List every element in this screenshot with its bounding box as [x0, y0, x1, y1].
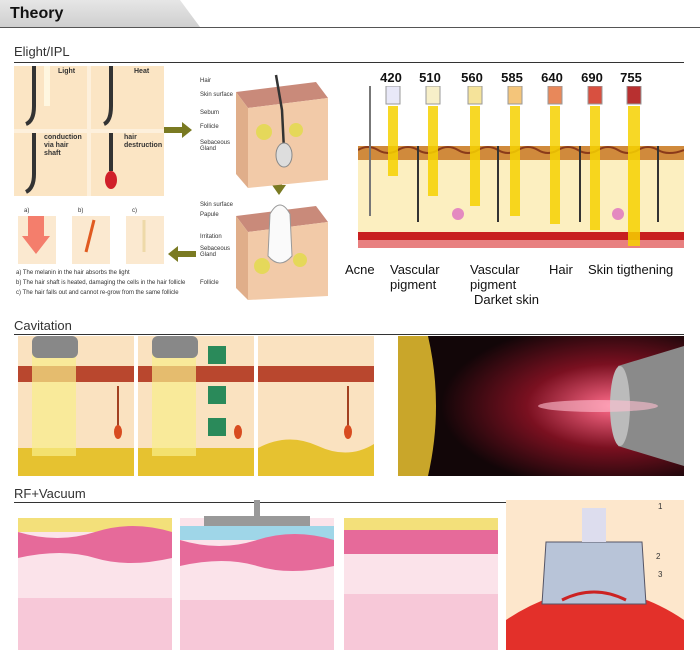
cavitation-panel-3-drawing: [258, 336, 374, 476]
hair-grid: Light Heat conduction via hair shaft hai…: [14, 66, 164, 196]
wavelength-640: 640: [541, 70, 563, 85]
application-vascular-pigment-2: Vascular pigment: [470, 262, 520, 292]
hair-panel-label-heat: Heat: [134, 68, 150, 75]
caption-c: c) The hair falls out and cannot re-grow…: [16, 290, 179, 296]
arrow-left-icon: [168, 246, 196, 262]
rf-panel-3: [344, 518, 498, 650]
cavitation-panel-1-drawing: [18, 336, 134, 476]
skin-label-follicle-2: Follicle: [200, 280, 219, 286]
cavitation-panel-2-drawing: [138, 336, 254, 476]
skin-label-surface: Skin surface: [200, 92, 234, 98]
rf-panel-1: [18, 518, 172, 650]
section-rule-rf: [14, 502, 684, 503]
skin-label-gland-2: Sebaceous Gland: [200, 246, 231, 258]
page-title: Theory: [10, 5, 64, 22]
skin-cube-bottom-drawing: [236, 204, 328, 300]
wavelength-560: 560: [461, 70, 483, 85]
hair-panel-label-destruction: hair destruction: [124, 134, 163, 149]
rf-panel-2-drawing: [180, 500, 334, 650]
wavelength-690: 690: [581, 70, 603, 85]
skin-cube-top: Hair Skin surface Sebum Follicle Sebaceo…: [196, 70, 332, 190]
caption-a: a) The melanin in the hair absorbs the l…: [16, 270, 130, 276]
skin-cube-bottom: Skin surface Papule Irritation Sebaceous…: [196, 196, 332, 300]
hair-panel-label-conduction: conduction via hair shaft: [44, 134, 82, 157]
skin-label-papule: Papule: [200, 212, 219, 218]
section-title-ipl: Elight/IPL: [14, 44, 70, 59]
hair-removal-stages-drawing: [18, 216, 164, 264]
section-title-cavitation: Cavitation: [14, 318, 72, 333]
caption-b: b) The hair shaft is heated, damaging th…: [16, 280, 186, 286]
rf-device-diagram: 1 2 3: [506, 500, 684, 650]
ipl-skin-cross-section-drawing: [358, 86, 684, 248]
rf-marker-3: 3: [658, 570, 663, 579]
section-rule-cavitation: [14, 334, 684, 335]
hair-removal-stages: a) b) c): [14, 206, 164, 266]
skin-label-follicle: Follicle: [200, 124, 219, 130]
rf-marker-1: 1: [658, 502, 663, 511]
skin-label-surface-2: Skin surface: [200, 202, 234, 208]
cavitation-photo: [398, 336, 684, 476]
header-rule: [0, 0, 700, 28]
wavelength-420: 420: [380, 70, 402, 85]
skin-cube-top-drawing: [236, 74, 328, 188]
application-skin-tightening: Skin tigthening: [588, 262, 674, 277]
section-title-rf: RF+Vacuum: [14, 486, 86, 501]
header-tab: Theory: [0, 0, 700, 30]
arrow-right-icon: [164, 122, 192, 138]
application-hair: Hair: [549, 262, 573, 277]
stage-label-b: b): [78, 208, 84, 214]
wavelength-585: 585: [501, 70, 523, 85]
rf-device-diagram-drawing: [506, 500, 684, 650]
rf-panel-3-drawing: [344, 518, 498, 650]
application-darket-skin: Darket skin: [474, 292, 540, 307]
header-tab-shape: [0, 0, 200, 27]
hair-grid-drawing: [14, 66, 164, 196]
hair-panel-label-light: Light: [58, 68, 76, 75]
section-rule-ipl: [14, 62, 684, 63]
rf-panel-2: [180, 500, 334, 650]
stage-label-c: c): [132, 208, 137, 214]
skin-label-sebum: Sebum: [200, 110, 220, 116]
application-acne: Acne: [345, 262, 375, 277]
skin-label-hair: Hair: [200, 78, 212, 84]
skin-label-irritation: Irritation: [200, 234, 222, 240]
arrow-down-icon: [272, 175, 286, 195]
wavelength-510: 510: [419, 70, 441, 85]
wavelength-755: 755: [620, 70, 642, 85]
stage-label-a: a): [24, 208, 30, 214]
cavitation-panel-3: [258, 336, 374, 476]
cavitation-panel-2: [138, 336, 254, 476]
ipl-skin-cross-section: [358, 86, 684, 248]
cavitation-photo-drawing: [398, 336, 684, 476]
application-vascular-pigment: Vascular pigment: [390, 262, 440, 292]
skin-label-gland: Sebaceous Gland: [200, 140, 231, 152]
rf-panel-1-drawing: [18, 518, 172, 650]
cavitation-panel-1: [18, 336, 134, 476]
rf-marker-2: 2: [656, 552, 661, 561]
